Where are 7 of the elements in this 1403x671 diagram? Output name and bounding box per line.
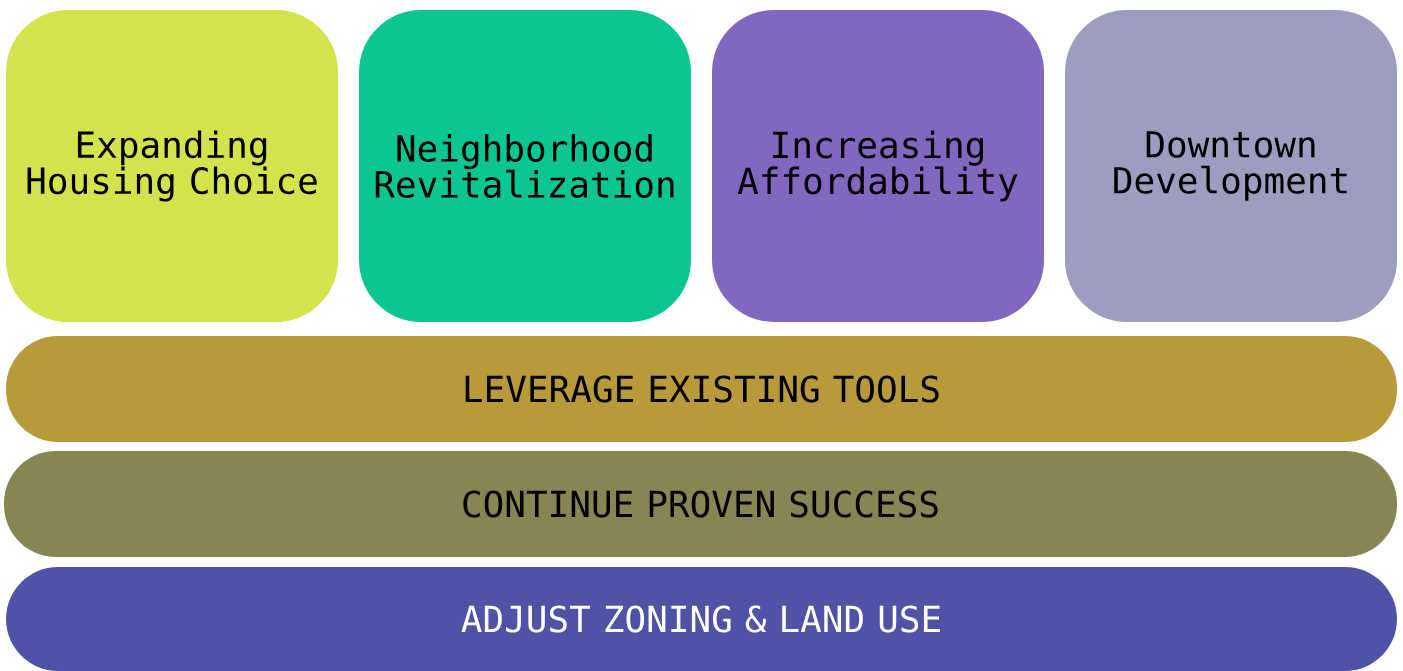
pillar-box: Neighborhood Revitalization [359, 10, 691, 322]
foundation-band: ADJUST ZONING & LAND USE [6, 567, 1397, 671]
pillar-box: Expanding Housing Choice [6, 10, 338, 322]
foundation-band: LEVERAGE EXISTING TOOLS [6, 336, 1397, 442]
foundation-band: CONTINUE PROVEN SUCCESS [4, 451, 1397, 557]
pillar-box: Downtown Development [1065, 10, 1397, 322]
pillar-box: Increasing Affordability [712, 10, 1044, 322]
